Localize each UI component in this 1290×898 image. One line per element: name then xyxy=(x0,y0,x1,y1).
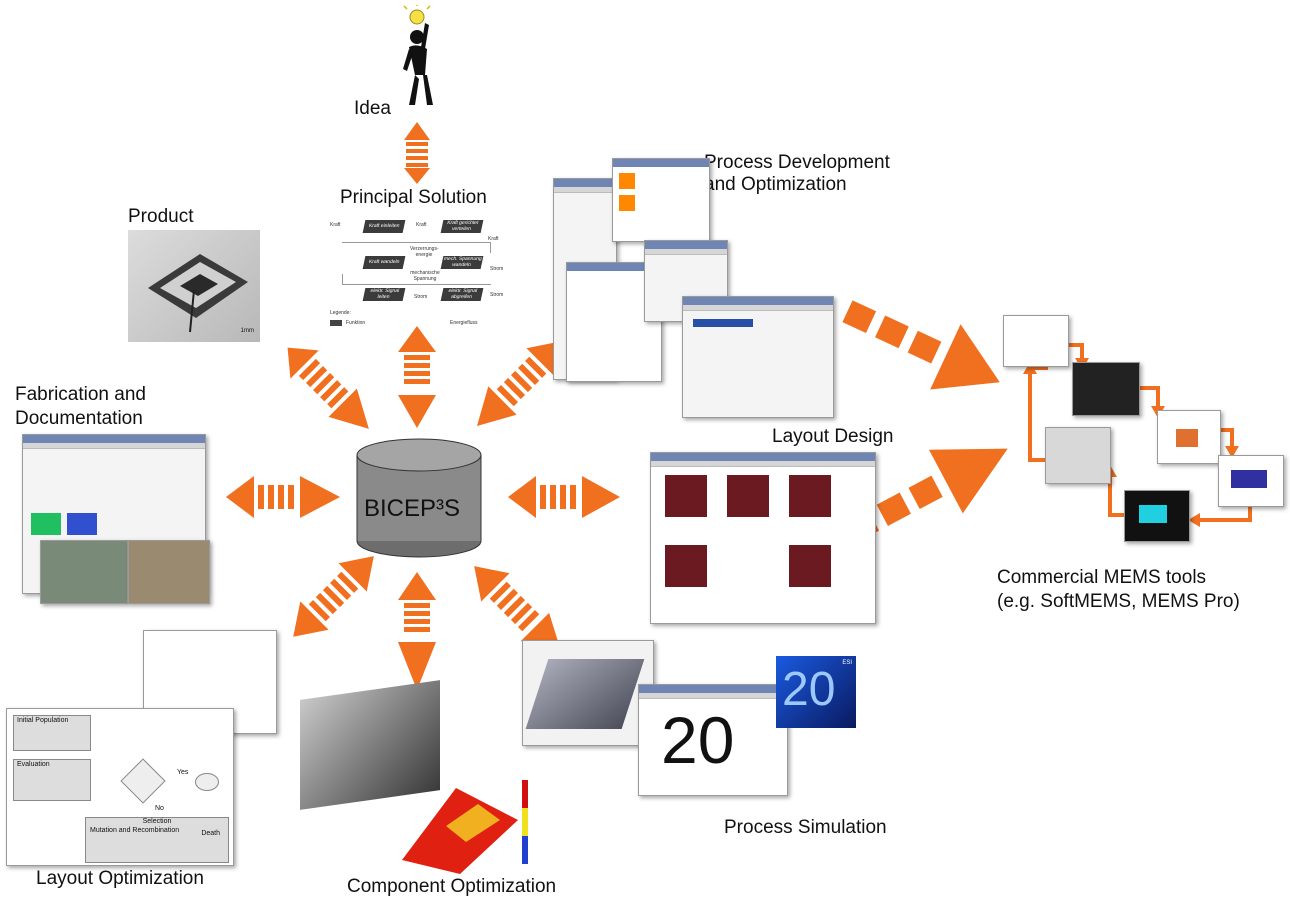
arrow-layoutopt-center xyxy=(293,556,374,637)
process-window-5 xyxy=(682,296,834,418)
center-label: BICEP³S xyxy=(364,495,461,522)
commercial-window-6 xyxy=(1124,490,1190,542)
layout-design-window xyxy=(650,452,876,624)
evaluation-label: Evaluation xyxy=(17,761,50,768)
commercial-window-2 xyxy=(1072,362,1140,416)
commercial-tools-label: Commercial MEMS tools (e.g. SoftMEMS, ME… xyxy=(997,567,1240,612)
sim-brand-logo: ESI xyxy=(842,660,852,666)
commercial-window-5 xyxy=(1218,455,1284,507)
legend-title: Legende: xyxy=(330,310,351,316)
arrow-component-center xyxy=(398,572,436,690)
arrow-process-commercial xyxy=(842,300,1000,390)
component-fem-plot xyxy=(402,780,528,874)
fabrication-photo-1 xyxy=(40,540,128,604)
no-label: No xyxy=(155,805,164,812)
arrow-principal-center xyxy=(398,326,436,428)
flow-label: Strom xyxy=(490,292,504,298)
arrow-idea-principal xyxy=(404,122,430,184)
layout-optimization-flowchart: Initial Population Evaluation Yes No Sel… xyxy=(6,708,234,866)
fabrication-photo-2 xyxy=(128,540,210,604)
layout-design-label: Layout Design xyxy=(772,426,894,447)
layout-optimization-label: Layout Optimization xyxy=(36,868,204,889)
arrow-layout-center xyxy=(508,476,620,518)
function-block: Kraft gerichtet verteilen xyxy=(440,220,484,233)
fabrication-label: Fabrication and Documentation xyxy=(15,384,146,429)
process-sim-window-1 xyxy=(522,640,654,746)
function-block: elektr. Signal abgreifen xyxy=(440,288,484,301)
scale-bar-label: 1mm xyxy=(240,328,254,334)
mems-device-image xyxy=(148,254,248,333)
initial-population-label: Initial Population xyxy=(17,717,69,724)
simulation-number: 20 xyxy=(661,703,735,777)
death-label: Death xyxy=(201,830,220,837)
commercial-flow-arrows xyxy=(1028,343,1252,522)
flow-label: Verzerrungs-energie xyxy=(410,246,439,258)
commercial-window-4 xyxy=(1157,410,1221,464)
process-window-2 xyxy=(612,158,710,242)
flow-label: Kraft xyxy=(416,222,427,228)
function-block: mech. Spannung wandeln xyxy=(440,256,484,269)
idea-label: Idea xyxy=(354,98,391,119)
principal-solution-diagram: Kraft einleiten Kraft gerichtet verteile… xyxy=(328,212,510,332)
bicep-database-cylinder xyxy=(356,438,482,558)
flow-label: Strom xyxy=(490,266,504,272)
flow-label: Kraft xyxy=(330,222,341,228)
legend-item: Energiefluss xyxy=(450,320,478,326)
idea-figure-icon xyxy=(403,5,433,105)
product-label: Product xyxy=(128,206,194,227)
selection-label: Selection xyxy=(142,818,172,825)
arrow-fabrication-center xyxy=(226,476,340,518)
process-sim-window-2: 20 xyxy=(638,684,788,796)
mutation-label: Mutation and Recombination xyxy=(90,827,180,834)
yes-label: Yes xyxy=(177,769,189,776)
process-development-label: Process Development and Optimization xyxy=(704,152,890,195)
principal-solution-label: Principal Solution xyxy=(340,187,487,208)
product-photo: 1mm xyxy=(128,230,260,342)
flow-label: Strom xyxy=(414,294,428,300)
function-block: elektr. Signal leiten xyxy=(362,288,406,301)
commercial-window-1 xyxy=(1003,315,1069,367)
flow-label: mechanische Spannung xyxy=(410,270,440,282)
component-optimization-label: Component Optimization xyxy=(347,876,557,897)
flow-label: Kraft xyxy=(488,236,499,242)
function-block: Kraft wandeln xyxy=(362,256,406,269)
arrow-product-center xyxy=(287,347,369,429)
legend-item: Funktion xyxy=(346,320,366,326)
process-simulation-label: Process Simulation xyxy=(724,817,887,838)
commercial-window-3 xyxy=(1045,427,1111,484)
function-block: Kraft einleiten xyxy=(362,220,406,233)
process-sim-render: ESI 20 xyxy=(776,656,856,728)
